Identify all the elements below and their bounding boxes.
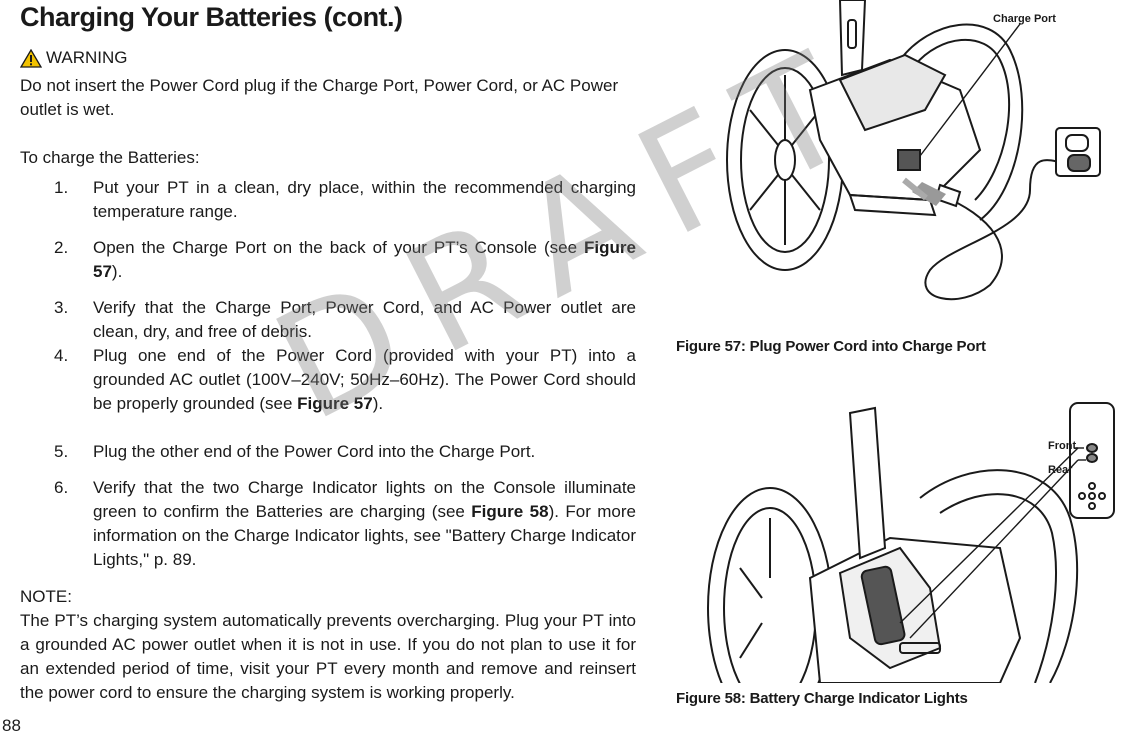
warning-heading: WARNING bbox=[20, 48, 128, 68]
rear-light-callout: Rear bbox=[1048, 464, 1073, 476]
figure-57-illustration bbox=[726, 0, 1101, 301]
step-text-part: Open the Charge Port on the back of your… bbox=[93, 238, 585, 257]
step-text: Plug the other end of the Power Cord int… bbox=[93, 442, 536, 461]
step-text: Verify that the two Charge Indicator lig… bbox=[93, 476, 636, 572]
intro-text: To charge the Batteries: bbox=[20, 148, 200, 167]
step-text-part: ). bbox=[111, 262, 123, 281]
charge-port-callout: Charge Port bbox=[993, 13, 1056, 25]
step-text: Open the Charge Port on the back of your… bbox=[93, 236, 636, 284]
step-text: Plug one end of the Power Cord (provided… bbox=[93, 344, 636, 416]
front-light-callout: Front bbox=[1048, 440, 1077, 452]
step-text-part: ). For more information on the Charge In… bbox=[93, 502, 637, 569]
step-text-part: Plug one end of the Power Cord (provided… bbox=[93, 346, 636, 413]
step-number: 5. bbox=[54, 442, 69, 461]
step-number: 2. bbox=[54, 238, 69, 257]
note-label: NOTE: bbox=[20, 587, 72, 606]
note-text: The PT’s charging system automatically p… bbox=[20, 611, 636, 702]
figure-57-caption: Figure 57: Plug Power Cord into Charge P… bbox=[676, 338, 986, 355]
step-number: 4. bbox=[54, 346, 69, 365]
step-text: Verify that the Charge Port, Power Cord,… bbox=[93, 298, 636, 341]
figure-57-link[interactable]: Figure 57 bbox=[93, 238, 636, 281]
warning-text: Do not insert the Power Cord plug if the… bbox=[20, 76, 619, 119]
figure-58-link[interactable]: Figure 58 bbox=[471, 502, 549, 521]
page-number: 88 bbox=[2, 716, 21, 735]
step-text-part: Verify that the two Charge Indicator lig… bbox=[93, 478, 636, 521]
warning-triangle-icon bbox=[20, 48, 42, 68]
figure-58-caption: Figure 58: Battery Charge Indicator Ligh… bbox=[676, 690, 968, 707]
figure-58-illustration bbox=[707, 402, 1115, 683]
step-text: Put your PT in a clean, dry place, withi… bbox=[93, 178, 636, 221]
page-title: Charging Your Batteries (cont.) bbox=[20, 2, 403, 32]
warning-label: WARNING bbox=[46, 48, 128, 67]
step-number: 6. bbox=[54, 478, 69, 497]
step-number: 1. bbox=[54, 178, 69, 197]
step-number: 3. bbox=[54, 298, 69, 317]
figure-57-link[interactable]: Figure 57 bbox=[297, 394, 373, 413]
step-text-part: ). bbox=[372, 394, 384, 413]
